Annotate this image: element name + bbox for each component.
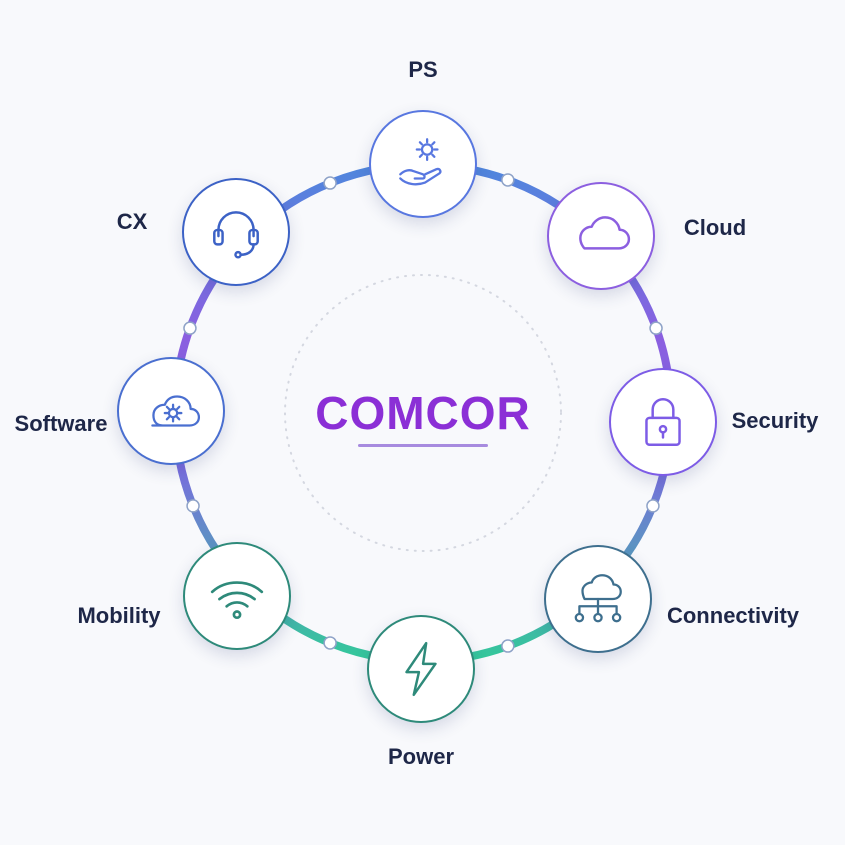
wifi-icon bbox=[210, 581, 264, 620]
cloud-node[interactable] bbox=[547, 182, 655, 290]
connector-dot bbox=[646, 499, 660, 513]
lightning-icon bbox=[405, 641, 437, 697]
cloud-icon bbox=[579, 216, 631, 250]
cloud-network-icon bbox=[574, 574, 622, 623]
connector-dots bbox=[183, 173, 663, 653]
security-node[interactable] bbox=[609, 368, 717, 476]
connector-dot bbox=[501, 173, 515, 187]
label-power: Power bbox=[387, 744, 455, 769]
cx-node[interactable] bbox=[182, 178, 290, 286]
brand-title: COMCOR bbox=[315, 387, 531, 439]
connector-dot bbox=[649, 321, 663, 335]
connectivity-node[interactable] bbox=[544, 545, 652, 653]
software-node[interactable] bbox=[117, 357, 225, 465]
label-cloud: Cloud bbox=[683, 215, 747, 240]
label-mobility: Mobility bbox=[77, 603, 161, 628]
label-cx: CX bbox=[116, 209, 148, 234]
ps-node[interactable] bbox=[369, 110, 477, 218]
label-security: Security bbox=[731, 408, 819, 433]
hand-gear-icon bbox=[399, 138, 442, 186]
label-software: Software bbox=[14, 411, 108, 436]
connector-dot bbox=[323, 636, 337, 650]
power-node[interactable] bbox=[367, 615, 475, 723]
label-ps: PS bbox=[408, 57, 438, 82]
label-connectivity: Connectivity bbox=[666, 603, 800, 628]
connector-dot bbox=[323, 176, 337, 190]
connector-dot bbox=[186, 499, 200, 513]
connector-dot bbox=[501, 639, 515, 653]
inner-dotted-circle bbox=[284, 274, 562, 552]
headset-icon bbox=[213, 211, 259, 259]
mobility-node[interactable] bbox=[183, 542, 291, 650]
padlock-icon bbox=[645, 398, 681, 446]
brand-underline bbox=[358, 444, 488, 447]
cloud-gear-icon bbox=[151, 395, 201, 427]
connector-dot bbox=[183, 321, 197, 335]
